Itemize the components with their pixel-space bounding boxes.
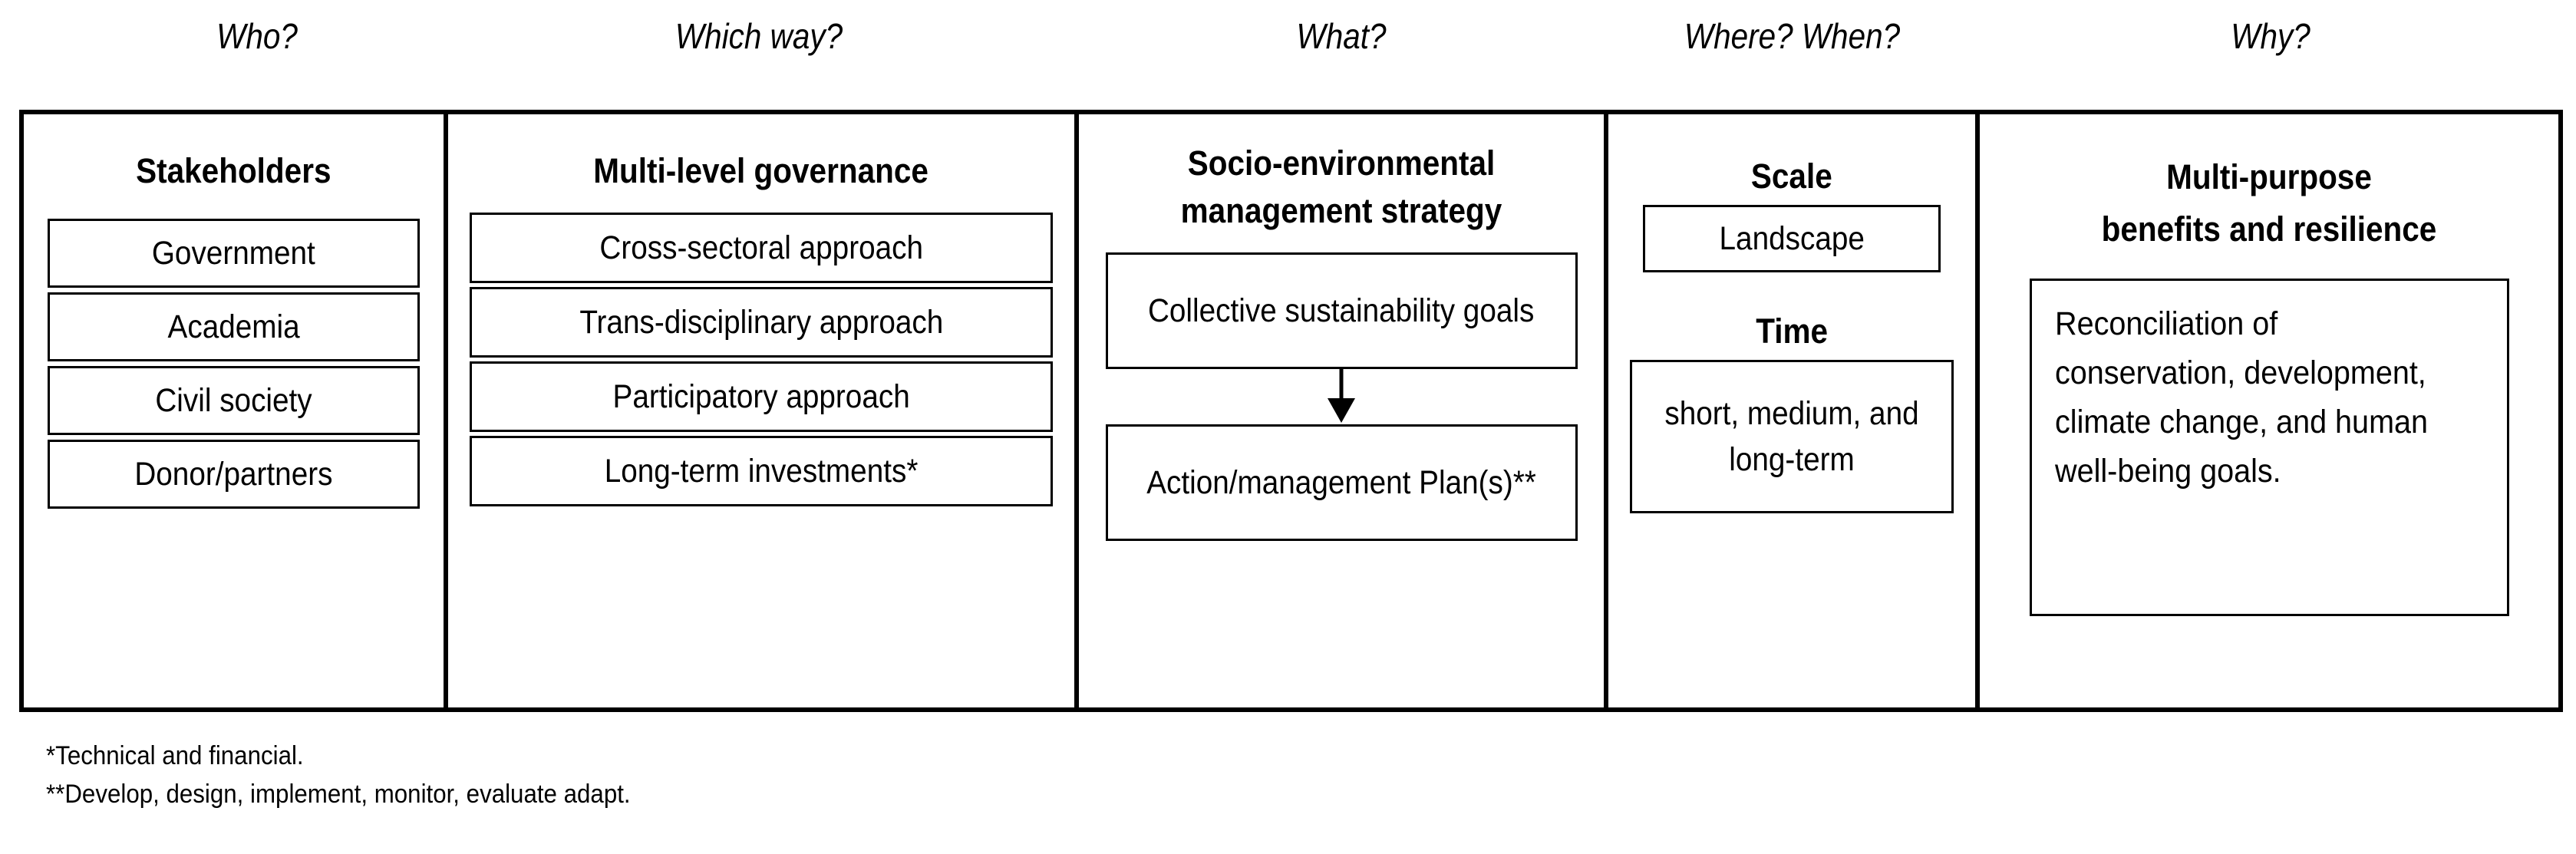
question-header-row: Who? Which way? What? Where? When? Why? — [0, 0, 2576, 101]
column-title-time: Time — [1756, 312, 1828, 351]
governance-label: Cross-sectoral approach — [599, 229, 923, 266]
stakeholder-label: Donor/partners — [134, 455, 333, 493]
column-strategy: Socio-environmental management strategy … — [1074, 114, 1604, 707]
column-scale-time: Scale Landscape Time short, medium, and … — [1604, 114, 1975, 707]
question-label-where-when: Where? When? — [1684, 16, 1901, 56]
strategy-arrow-wrap — [1079, 369, 1604, 424]
column-title-scale: Scale — [1751, 157, 1832, 196]
scale-box-landscape: Landscape — [1643, 205, 1941, 272]
question-label-which-way: Which way? — [675, 16, 843, 56]
footnotes: *Technical and financial. **Develop, des… — [46, 737, 1888, 813]
time-horizons-label: short, medium, and long-term — [1664, 395, 1919, 478]
stakeholder-label: Academia — [167, 308, 300, 345]
question-label-who: Who? — [216, 16, 298, 56]
column-title-benefits-line2: benefits and resilience — [2101, 209, 2437, 249]
time-box-horizons: short, medium, and long-term — [1630, 360, 1954, 513]
column-title-strategy-line1: Socio-environmental — [1187, 143, 1496, 183]
column-title-governance: Multi-level governance — [593, 151, 929, 190]
question-label-why: Why? — [2231, 16, 2310, 56]
stakeholder-item-government: Government — [48, 219, 420, 288]
column-title-stakeholders: Stakeholders — [136, 151, 331, 190]
column-title-benefits-line1: Multi-purpose — [2166, 157, 2372, 196]
column-governance: Multi-level governance Cross-sectoral ap… — [444, 114, 1074, 707]
strategy-plan-label: Action/management Plan(s)** — [1146, 464, 1536, 501]
stakeholder-item-civil-society: Civil society — [48, 366, 420, 435]
strategy-box-action-plan: Action/management Plan(s)** — [1105, 424, 1578, 541]
column-stakeholders: Stakeholders Government Academia Civil s… — [24, 114, 444, 707]
governance-label: Trans-disciplinary approach — [579, 303, 943, 341]
stakeholder-item-donor-partners: Donor/partners — [48, 440, 420, 509]
stakeholder-item-academia: Academia — [48, 292, 420, 361]
benefits-box-reconciliation: Reconciliation of conservation, developm… — [2029, 279, 2509, 616]
footnote-single-asterisk: *Technical and financial. — [46, 741, 304, 770]
governance-label: Long-term investments* — [604, 452, 919, 490]
governance-label: Participatory approach — [612, 378, 910, 415]
governance-item-cross-sectoral: Cross-sectoral approach — [470, 213, 1053, 283]
strategy-goals-label: Collective sustainability goals — [1148, 292, 1535, 329]
column-title-strategy-line2: management strategy — [1180, 191, 1502, 230]
strategy-box-collective-goals: Collective sustainability goals — [1105, 252, 1578, 369]
down-arrow-icon — [1328, 369, 1355, 423]
governance-list: Cross-sectoral approach Trans-disciplina… — [470, 213, 1053, 506]
column-benefits: Multi-purpose benefits and resilience Re… — [1975, 114, 2558, 707]
governance-item-long-term-investments: Long-term investments* — [470, 436, 1053, 506]
scale-landscape-label: Landscape — [1719, 219, 1865, 257]
stakeholder-label: Civil society — [155, 381, 312, 419]
framework-diagram: Stakeholders Government Academia Civil s… — [19, 110, 2563, 712]
stakeholders-list: Government Academia Civil society Donor/… — [48, 219, 420, 509]
question-label-what: What? — [1296, 16, 1387, 56]
footnote-double-asterisk: **Develop, design, implement, monitor, e… — [46, 780, 631, 809]
governance-item-trans-disciplinary: Trans-disciplinary approach — [470, 287, 1053, 358]
stakeholder-label: Government — [152, 234, 315, 272]
governance-item-participatory: Participatory approach — [470, 361, 1053, 432]
benefits-body-text: Reconciliation of conservation, developm… — [2054, 305, 2428, 490]
